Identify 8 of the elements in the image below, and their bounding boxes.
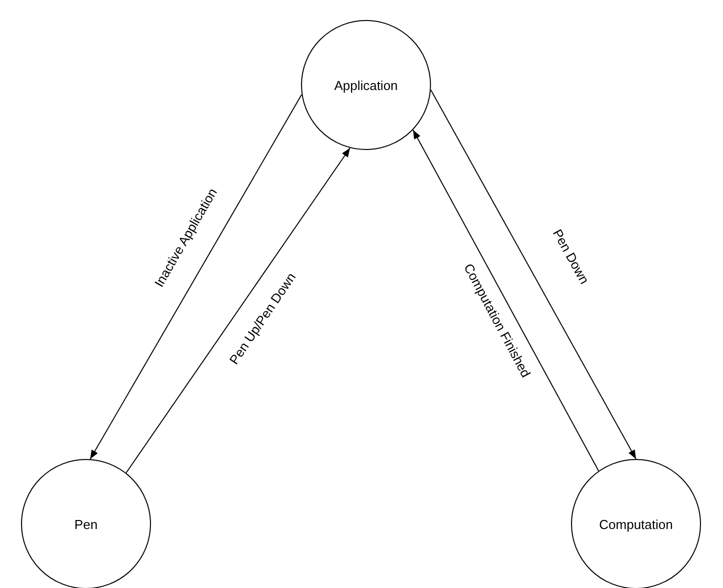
- edge-label: Pen Down: [550, 226, 592, 286]
- state-name: Pen: [74, 516, 98, 532]
- state-name: Computation: [599, 516, 673, 532]
- state-name: Application: [334, 78, 398, 92]
- transition-arrow: [126, 148, 350, 474]
- transition-arrow: [430, 89, 636, 460]
- transition-arrow: [412, 129, 600, 472]
- transition-arrow: [90, 94, 302, 460]
